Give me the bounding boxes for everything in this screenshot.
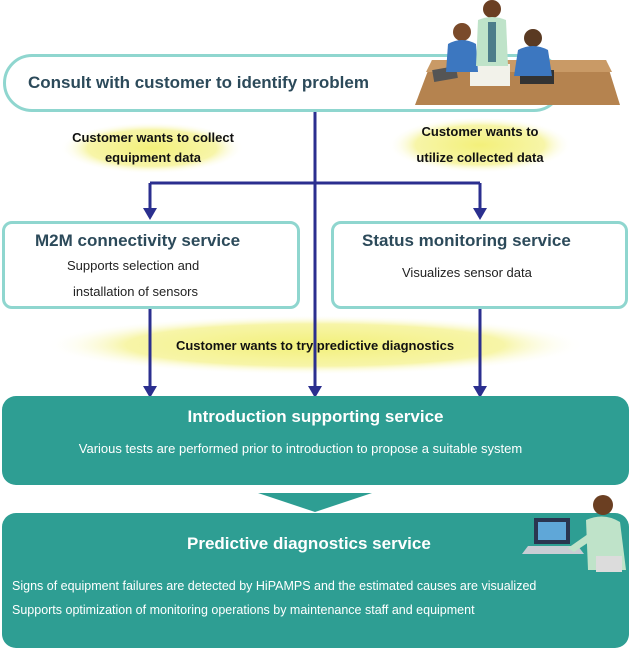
condition-left: Customer wants to collect equipment data: [48, 128, 258, 168]
predictive-box: Predictive diagnostics service Signs of …: [2, 513, 629, 648]
predictive-title: Predictive diagnostics service: [187, 534, 431, 553]
condition-right: Customer wants to utilize collected data: [380, 122, 580, 168]
predictive-line1: Signs of equipment failures are detected…: [12, 579, 537, 593]
arrowhead-m2m: [143, 208, 157, 220]
m2m-line1: Supports selection and: [67, 258, 200, 273]
highlight-left: [60, 122, 244, 174]
arrowhead-m2m-intro: [143, 386, 157, 398]
arrowhead-status-intro: [473, 386, 487, 398]
introduction-box: Introduction supporting service Various …: [2, 396, 629, 485]
predictive-line2: Supports optimization of monitoring oper…: [12, 603, 475, 617]
condition-left-line2: equipment data: [104, 150, 202, 165]
condition-right-line1: Customer wants to: [421, 124, 539, 139]
condition-right-line2: utilize collected data: [416, 150, 544, 165]
status-title: Status monitoring service: [362, 231, 571, 250]
condition-left-line1: Customer wants to collect: [72, 130, 234, 145]
condition-middle: Customer wants to try predictive diagnos…: [175, 338, 455, 353]
introduction-title: Introduction supporting service: [187, 407, 444, 426]
highlight-right: [388, 117, 572, 173]
m2m-box: M2M connectivity service Supports select…: [2, 221, 300, 309]
arrowhead-main-intro: [308, 386, 322, 398]
status-box: Status monitoring service Visualizes sen…: [331, 221, 628, 309]
introduction-line: Various tests are performed prior to int…: [78, 441, 523, 456]
consult-title: Consult with customer to identify proble…: [28, 73, 369, 92]
arrowhead-status: [473, 208, 487, 220]
m2m-line2: installation of sensors: [73, 284, 199, 299]
status-line: Visualizes sensor data: [402, 265, 532, 280]
arrow-intro-to-predictive: [258, 493, 372, 512]
m2m-title: M2M connectivity service: [35, 231, 241, 250]
